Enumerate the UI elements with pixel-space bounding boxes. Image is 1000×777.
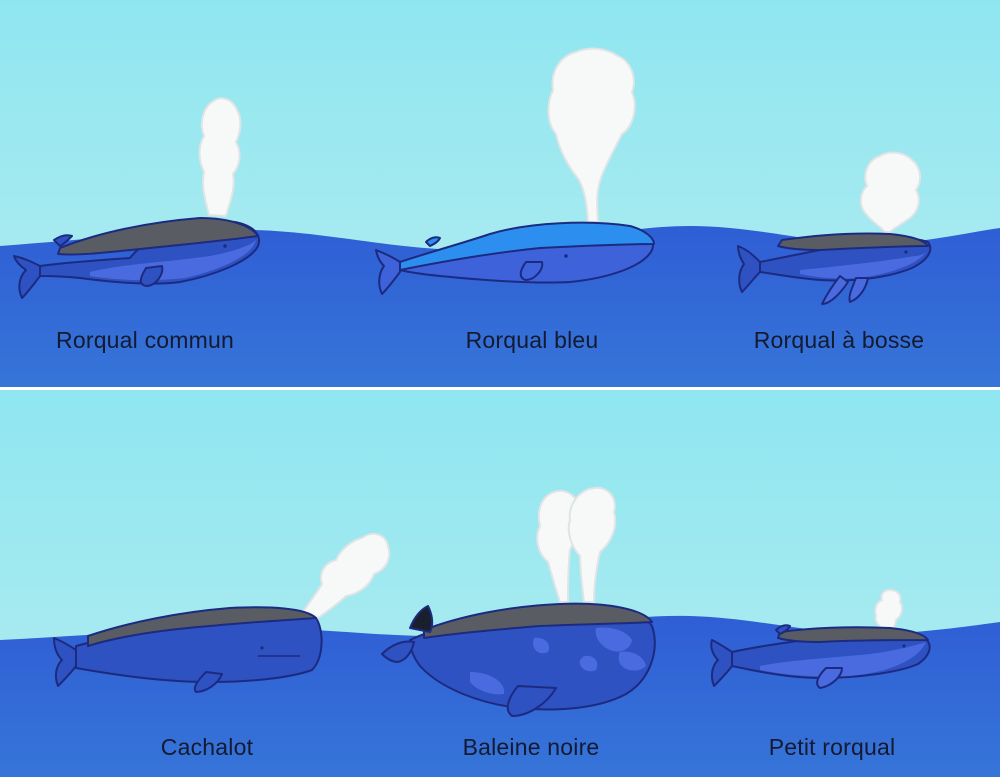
- label-blue-whale: Rorqual bleu: [465, 327, 599, 353]
- fin-whale-spout-icon: [198, 97, 242, 218]
- blue-whale-spout-icon: [547, 47, 636, 223]
- sperm-whale-icon: [53, 606, 323, 693]
- label-fin-whale: Rorqual commun: [56, 327, 234, 353]
- humpback-whale-spout-icon: [859, 151, 922, 233]
- right-whale-spout-icon: [536, 486, 617, 603]
- fin-whale-icon: [13, 217, 260, 299]
- top-scene: [0, 0, 1000, 387]
- top-panel: Rorqual commun Rorqual bleu Rorqual à bo…: [0, 0, 1000, 387]
- label-sperm-whale: Cachalot: [160, 734, 254, 760]
- minke-whale-icon: [710, 624, 931, 689]
- bottom-scene: [0, 390, 1000, 777]
- label-humpback-whale: Rorqual à bosse: [753, 327, 925, 353]
- label-right-whale: Baleine noire: [462, 734, 600, 760]
- blue-whale-icon: [375, 221, 655, 295]
- bottom-panel: Cachalot Baleine noire Petit rorqual: [0, 390, 1000, 777]
- sperm-whale-spout-icon: [298, 532, 391, 620]
- label-minke-whale: Petit rorqual: [768, 734, 896, 760]
- humpback-whale-icon: [737, 232, 932, 305]
- right-whale-icon: [381, 602, 656, 717]
- minke-whale-spout-icon: [874, 588, 904, 633]
